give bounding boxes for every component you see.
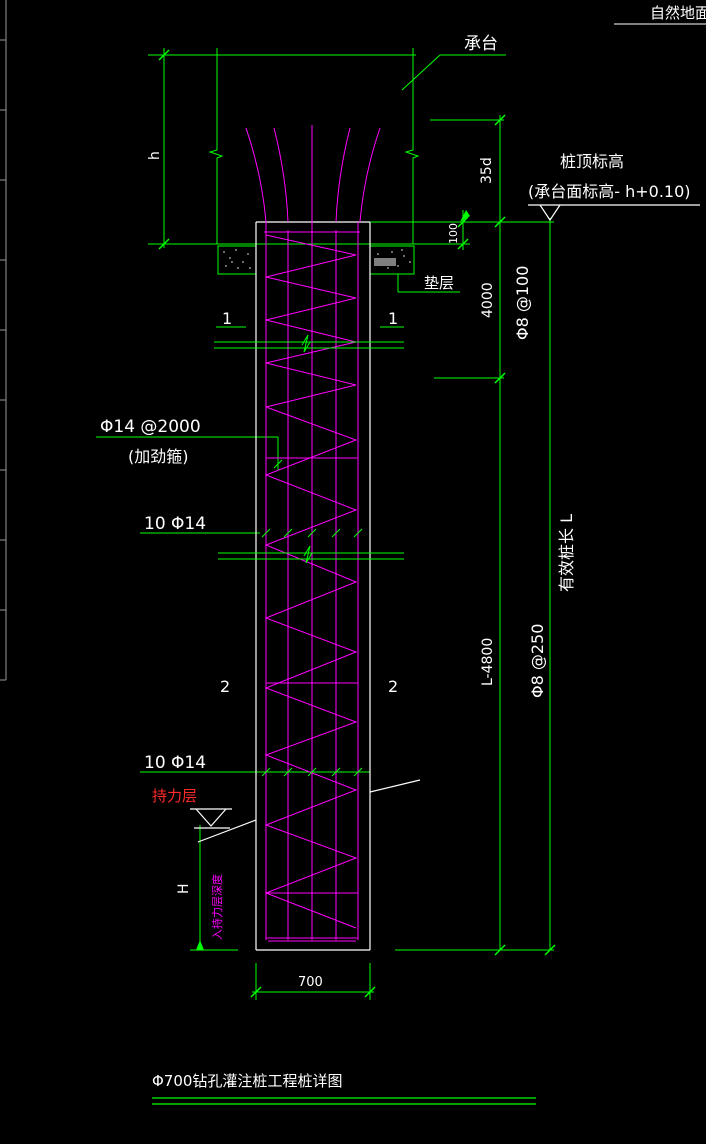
pile-top-symbol	[528, 204, 700, 222]
top-bars-label: 10 Φ14	[144, 514, 206, 534]
section-cut-2	[218, 545, 404, 564]
left-edge-ticks	[0, 0, 7, 681]
section-2-right-label: 2	[388, 677, 398, 696]
dense-stirrup-label: Φ8 @100	[513, 266, 532, 340]
dim-4000-label: 4000	[480, 282, 496, 318]
embed-depth-label: 入持力层深度	[210, 874, 224, 940]
dimension-ticks	[158, 49, 556, 998]
pile-top-formula-label: (承台面标高- h+0.10)	[528, 182, 691, 201]
cap-dimension-lines	[96, 48, 554, 1000]
pile-top-elevation-label: 桩顶标高	[560, 152, 624, 171]
stiffener-name-label: (加劲箍)	[128, 447, 189, 466]
cushion-label: 垫层	[424, 274, 454, 292]
effective-length-label: 有效桩长 L	[557, 514, 576, 592]
dim-100-label: 100	[447, 223, 460, 244]
bearing-layer-label: 持力层	[152, 787, 197, 805]
title-underlines	[152, 1097, 536, 1105]
section-cut-1	[214, 334, 404, 353]
sparse-stirrup-label: Φ8 @250	[528, 624, 547, 698]
leader-arrows	[196, 210, 470, 950]
drawing-title: Φ700钻孔灌注桩工程桩详图	[152, 1072, 342, 1090]
section-1-right-label: 1	[388, 309, 398, 328]
bearing-symbol	[190, 808, 232, 829]
anchor-length-label: 35d	[479, 157, 495, 184]
pile-width-label: 700	[298, 975, 323, 990]
cushion-layer	[217, 245, 415, 275]
l-4800-label: L-4800	[480, 638, 496, 686]
cap-label: 承台	[464, 34, 498, 54]
cap-height-label: h	[147, 151, 163, 160]
embed-height-label: H	[176, 883, 192, 894]
pile-outline	[197, 221, 421, 951]
section-2-left-label: 2	[220, 677, 230, 696]
stiffener-spec-label: Φ14 @2000	[100, 417, 201, 437]
bar-marker-ticks	[261, 459, 363, 777]
bottom-bars-label: 10 Φ14	[144, 753, 206, 773]
ground-line-label: 自然地面线	[650, 4, 706, 22]
section-1-left-label: 1	[222, 309, 232, 328]
